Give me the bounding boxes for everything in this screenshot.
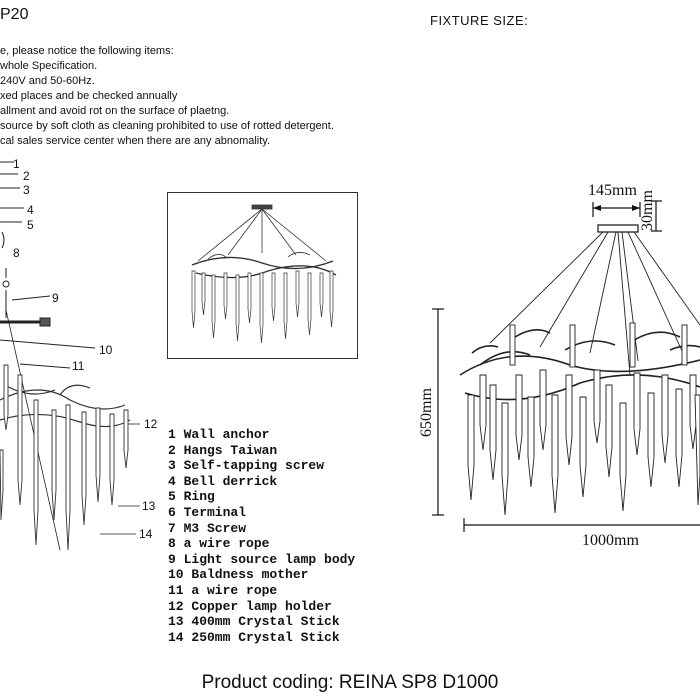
parts-list-item: 3 Self-tapping screw <box>168 458 325 474</box>
notice-line: cal sales service center when there are … <box>0 135 271 147</box>
parts-list-item: 11 a wire rope <box>168 582 278 598</box>
parts-list-item: 8 a wire rope <box>168 536 270 552</box>
product-coding: Product coding: REINA SP8 D1000 <box>201 672 499 693</box>
parts-list: 1 Wall anchor 2 Hangs Taiwan 3 Self-tapp… <box>168 427 355 645</box>
notice-line: allment and avoid rot on the surface of … <box>0 105 230 117</box>
parts-list-item: 7 M3 Screw <box>168 520 247 536</box>
parts-list-item: 10 Baldness mother <box>168 567 309 583</box>
model-number: P20 <box>0 6 29 23</box>
parts-list-item: 2 Hangs Taiwan <box>168 442 278 458</box>
notice-list: e, please notice the following items: wh… <box>0 44 334 149</box>
fixture-dimension-drawing <box>432 200 700 532</box>
fixture-size-label: FIXTURE SIZE: <box>430 13 529 28</box>
parts-list-item: 5 Ring <box>168 489 215 505</box>
parts-list-item: 4 Bell derrick <box>168 473 278 489</box>
callout-11: 11 <box>72 359 85 373</box>
parts-list-item: 9 Light source lamp body <box>168 551 356 567</box>
notice-line: whole Specification. <box>0 60 98 72</box>
canopy-height-label: 30mm <box>639 190 656 231</box>
fixture-width-label: 1000mm <box>582 532 639 549</box>
notice-line: source by soft cloth as cleaning prohibi… <box>0 120 334 132</box>
product-thumbnail <box>167 192 358 359</box>
notice-line: xed places and be checked annually <box>0 90 178 102</box>
canopy-width-label: 145mm <box>588 182 637 199</box>
callout-1: 1 <box>13 157 20 171</box>
callout-10: 10 <box>99 343 113 357</box>
parts-list-item: 14 250mm Crystal Stick <box>168 629 340 645</box>
exploded-diagram <box>0 161 140 551</box>
callout-2: 2 <box>23 169 30 183</box>
callout-4: 4 <box>27 203 34 217</box>
callout-8: 8 <box>13 246 20 260</box>
parts-list-item: 6 Terminal <box>168 504 247 520</box>
callout-14: 14 <box>139 527 153 541</box>
parts-list-item: 1 Wall anchor <box>168 427 270 442</box>
notice-line: e, please notice the following items: <box>0 45 174 57</box>
parts-list-item: 13 400mm Crystal Stick <box>168 614 340 630</box>
notice-line: 240V and 50-60Hz. <box>0 75 95 87</box>
chandelier-thumbnail-illustration <box>191 204 337 344</box>
fixture-height-label: 650mm <box>418 388 435 437</box>
callout-12: 12 <box>144 417 158 431</box>
parts-list-item: 12 Copper lamp holder <box>168 598 332 614</box>
callout-13: 13 <box>142 499 156 513</box>
canopy <box>597 224 639 233</box>
callout-9: 9 <box>52 291 59 305</box>
callout-5: 5 <box>27 218 34 232</box>
callout-3: 3 <box>23 183 30 197</box>
